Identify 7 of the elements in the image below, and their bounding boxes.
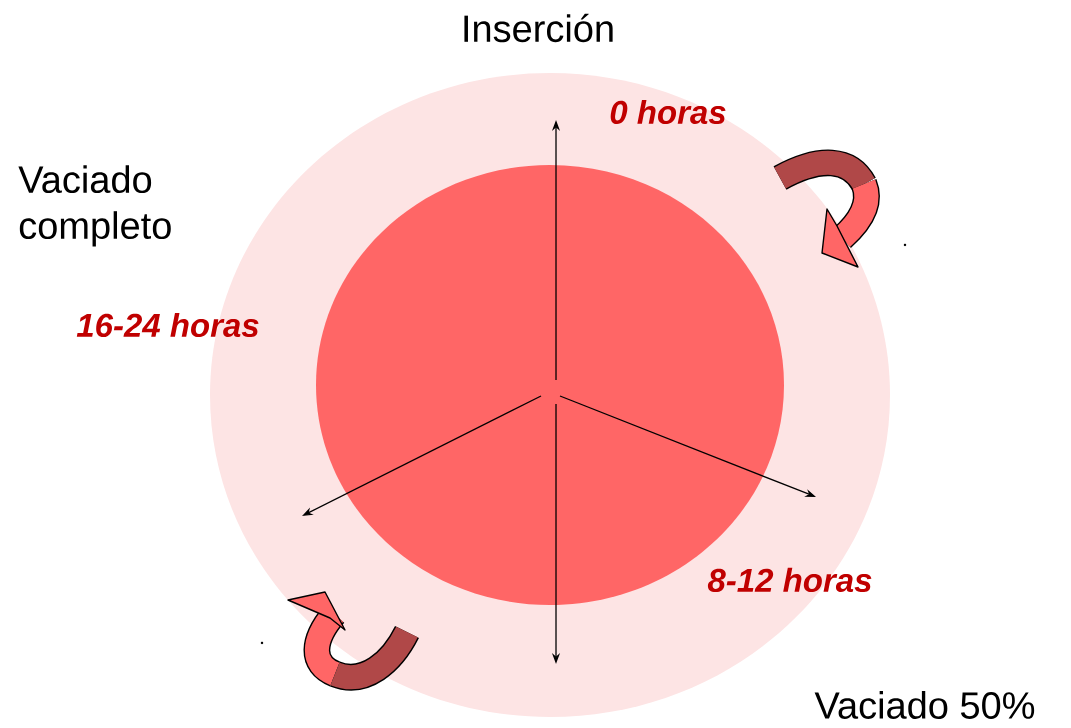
inner-circle bbox=[316, 165, 784, 605]
label-text: Vaciado 50% bbox=[814, 691, 1035, 719]
label-text: 8-12 horas bbox=[707, 567, 872, 593]
label-text: Vaciado completo bbox=[18, 165, 171, 247]
label-text: 0 horas bbox=[610, 99, 726, 125]
label-text: 16-24 horas bbox=[76, 312, 259, 338]
label-text: Inserción bbox=[464, 13, 613, 43]
